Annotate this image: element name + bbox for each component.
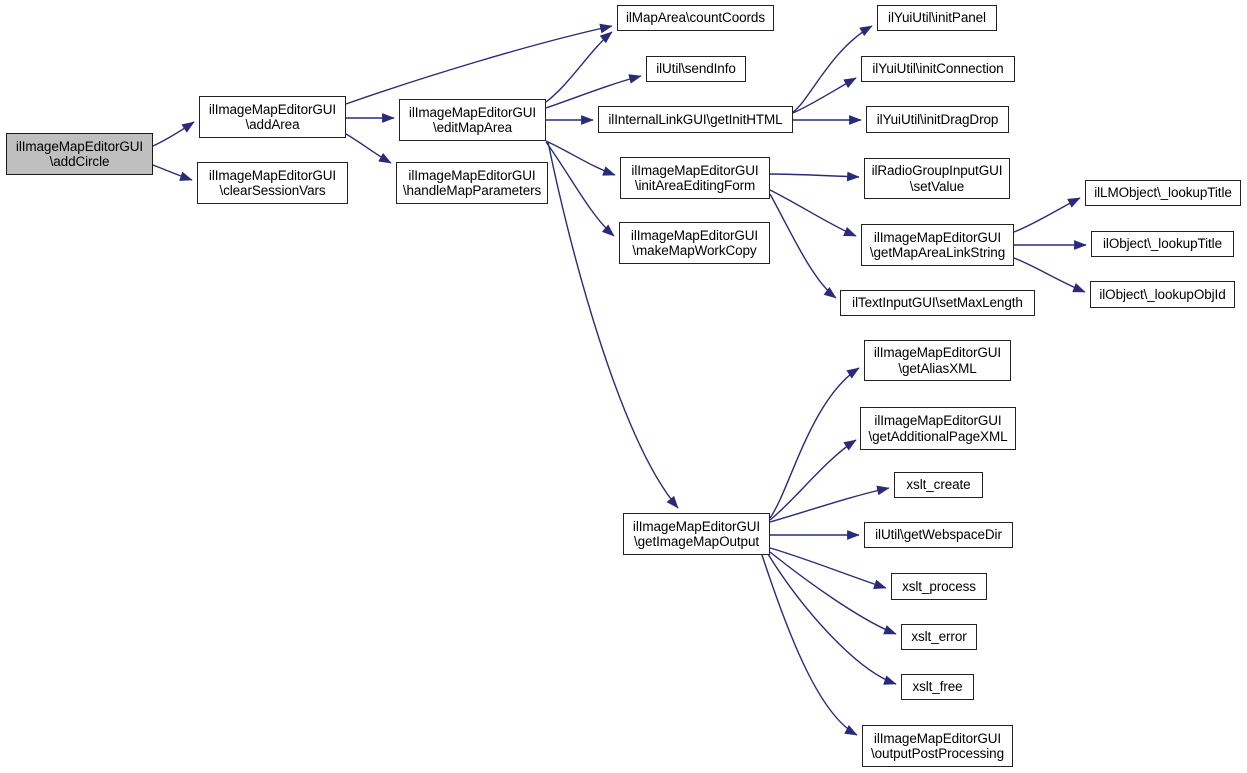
- graph-node-initDragDrop[interactable]: ilYuiUtil\initDragDrop: [866, 106, 1009, 133]
- graph-node-label: ilImageMapEditorGUI \makeMapWorkCopy: [630, 227, 759, 258]
- call-edge: [792, 77, 857, 114]
- graph-node-label: ilYuiUtil\initDragDrop: [876, 111, 999, 127]
- call-edge: [769, 189, 857, 237]
- graph-node-label: ilTextInputGUI\setMaxLength: [852, 295, 1023, 311]
- call-edge: [545, 141, 615, 237]
- call-edge: [769, 439, 857, 521]
- graph-node-getWebspaceDir[interactable]: ilUtil\getWebspaceDir: [864, 522, 1013, 548]
- call-edge: [545, 74, 642, 109]
- graph-node-outputPostProcessing[interactable]: ilImageMapEditorGUI \outputPostProcessin…: [862, 725, 1013, 767]
- graph-node-xslt_free[interactable]: xslt_free: [901, 674, 974, 700]
- graph-node-setMaxLength[interactable]: ilTextInputGUI\setMaxLength: [840, 290, 1035, 316]
- graph-node-label: ilImageMapEditorGUI \getMapAreaLinkStrin…: [869, 229, 1006, 260]
- call-edge: [545, 31, 613, 103]
- graph-node-xslt_create[interactable]: xslt_create: [894, 472, 983, 498]
- graph-node-label: ilYuiUtil\initConnection: [872, 61, 1004, 77]
- graph-node-label: ilImageMapEditorGUI \getImageMapOutput: [632, 518, 761, 549]
- graph-node-label: ilUtil\sendInfo: [656, 61, 736, 77]
- graph-node-setValue[interactable]: ilRadioGroupInputGUI \setValue: [864, 158, 1010, 199]
- graph-node-label: xslt_create: [906, 477, 971, 493]
- graph-node-initAreaEditingForm[interactable]: ilImageMapEditorGUI \initAreaEditingForm: [620, 157, 770, 199]
- graph-node-getAdditionalPageXML[interactable]: ilImageMapEditorGUI \getAdditionalPageXM…: [860, 407, 1016, 450]
- graph-node-label: ilObject\_lookupObjId: [1099, 286, 1226, 302]
- graph-node-label: ilImageMapEditorGUI \addArea: [208, 101, 337, 132]
- graph-node-label: ilImageMapEditorGUI \addCircle: [15, 138, 144, 169]
- graph-node-lookupTitleLM[interactable]: ilLMObject\_lookupTitle: [1085, 180, 1241, 206]
- call-edge: [769, 485, 890, 523]
- graph-node-label: ilImageMapEditorGUI \handleMapParameters: [402, 167, 542, 198]
- graph-node-getMapAreaLinkString[interactable]: ilImageMapEditorGUI \getMapAreaLinkStrin…: [861, 224, 1014, 266]
- call-edge: [769, 551, 897, 635]
- graph-node-handleMapParameters[interactable]: ilImageMapEditorGUI \handleMapParameters: [396, 162, 548, 204]
- graph-node-label: ilObject\_lookupTitle: [1103, 236, 1222, 252]
- call-edge: [761, 554, 858, 736]
- graph-node-addCircle[interactable]: ilImageMapEditorGUI \addCircle: [6, 133, 153, 175]
- graph-node-label: ilImageMapEditorGUI \getAdditionalPageXM…: [868, 413, 1008, 444]
- call-edge: [345, 23, 613, 105]
- graph-node-xslt_process[interactable]: xslt_process: [891, 573, 987, 600]
- call-edge: [767, 553, 897, 685]
- graph-node-initPanel[interactable]: ilYuiUtil\initPanel: [877, 5, 997, 31]
- call-edge: [769, 367, 860, 519]
- graph-node-label: ilInternalLinkGUI\getInitHTML: [608, 111, 783, 127]
- graph-node-label: ilImageMapEditorGUI \clearSessionVars: [208, 167, 337, 198]
- call-edge: [769, 547, 887, 590]
- graph-node-getImageMapOutput[interactable]: ilImageMapEditorGUI \getImageMapOutput: [623, 513, 770, 555]
- call-edge: [1013, 197, 1081, 233]
- graph-node-lookupTitleObj[interactable]: ilObject\_lookupTitle: [1091, 231, 1234, 257]
- graph-node-label: ilLMObject\_lookupTitle: [1094, 185, 1232, 201]
- call-edge: [769, 193, 837, 299]
- graph-node-label: xslt_process: [902, 578, 976, 594]
- graph-node-label: xslt_error: [911, 629, 967, 645]
- call-edge: [769, 171, 860, 182]
- graph-node-clearSessionVars[interactable]: ilImageMapEditorGUI \clearSessionVars: [197, 162, 348, 204]
- call-edge: [152, 164, 193, 181]
- call-edge: [545, 140, 616, 176]
- graph-node-editMapArea[interactable]: ilImageMapEditorGUI \editMapArea: [399, 99, 546, 141]
- graph-node-getInitHTML[interactable]: ilInternalLinkGUI\getInitHTML: [598, 106, 793, 133]
- call-edge: [1013, 257, 1086, 293]
- graph-node-lookupObjId[interactable]: ilObject\_lookupObjId: [1090, 281, 1235, 308]
- graph-node-label: ilImageMapEditorGUI \getAliasXML: [873, 345, 1002, 376]
- graph-node-label: ilRadioGroupInputGUI \setValue: [871, 163, 1003, 194]
- graph-node-xslt_error[interactable]: xslt_error: [901, 624, 977, 650]
- call-edge: [152, 121, 195, 147]
- graph-node-label: ilYuiUtil\initPanel: [888, 10, 986, 26]
- graph-node-label: ilUtil\getWebspaceDir: [875, 527, 1002, 543]
- graph-node-label: ilImageMapEditorGUI \editMapArea: [408, 104, 537, 135]
- graph-node-addArea[interactable]: ilImageMapEditorGUI \addArea: [199, 96, 346, 138]
- graph-node-makeMapWorkCopy[interactable]: ilImageMapEditorGUI \makeMapWorkCopy: [619, 222, 770, 264]
- call-edge: [345, 133, 392, 164]
- graph-node-sendInfo[interactable]: ilUtil\sendInfo: [646, 56, 746, 82]
- graph-node-initConnection[interactable]: ilYuiUtil\initConnection: [861, 56, 1015, 82]
- graph-node-label: ilImageMapEditorGUI \outputPostProcessin…: [871, 730, 1004, 761]
- graph-node-label: ilImageMapEditorGUI \initAreaEditingForm: [631, 162, 759, 193]
- graph-node-getAliasXML[interactable]: ilImageMapEditorGUI \getAliasXML: [864, 340, 1011, 381]
- graph-node-label: xslt_free: [912, 679, 963, 695]
- graph-node-label: ilMapArea\countCoords: [626, 10, 765, 26]
- graph-node-countCoords[interactable]: ilMapArea\countCoords: [617, 5, 774, 31]
